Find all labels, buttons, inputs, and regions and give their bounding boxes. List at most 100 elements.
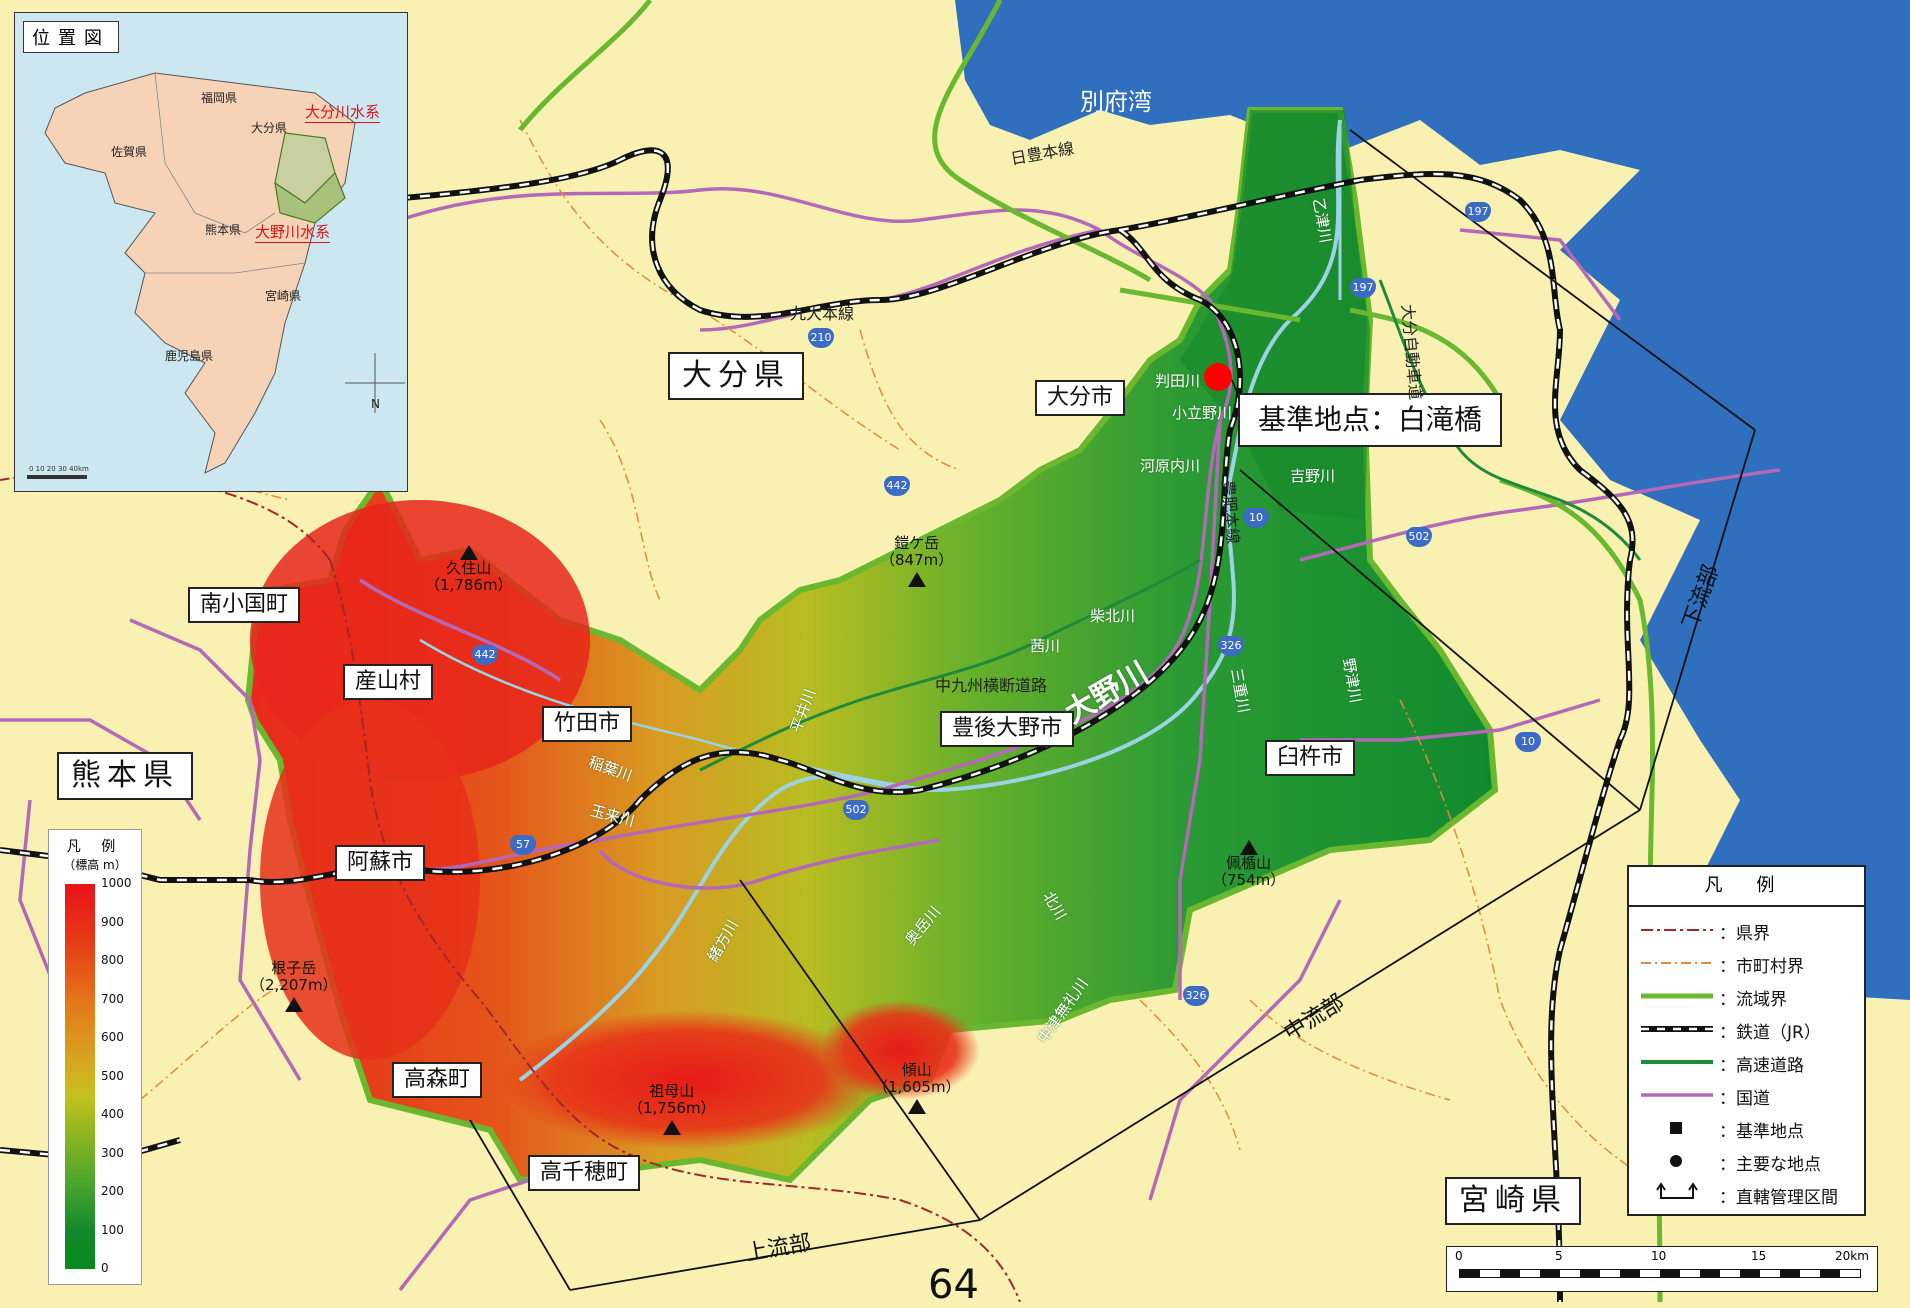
yoshino-river-label: 吉野川 bbox=[1290, 467, 1336, 485]
legend-row: ：流域界 bbox=[1641, 983, 1856, 1010]
basin-boundary-line-icon bbox=[1641, 993, 1713, 999]
route-badge: 10 bbox=[1515, 732, 1541, 752]
mountain-hetate: 佩楯山 （754m） bbox=[1212, 838, 1285, 890]
elevation-color-bar bbox=[65, 884, 95, 1269]
route-badge: 197 bbox=[1465, 202, 1491, 222]
elevation-legend: 凡 例 （標高 m） 1000 900 800 700 600 500 400 … bbox=[48, 829, 142, 1285]
scale-tick: 5 bbox=[1555, 1249, 1563, 1263]
miyazaki-pref-label: 宮崎県 bbox=[1445, 1177, 1581, 1225]
mountain-icon bbox=[459, 545, 478, 560]
sea-name-label: 別府湾 bbox=[1080, 88, 1152, 116]
elevation-tick: 300 bbox=[101, 1146, 124, 1160]
mountain-katamuki: 傾山 （1,605m） bbox=[873, 1061, 961, 1114]
oita-city-label: 大分市 bbox=[1035, 380, 1126, 417]
bracket-arrow-icon bbox=[1656, 1182, 1698, 1199]
oita-pref-label: 大分県 bbox=[668, 352, 804, 400]
inset-pref-miyazaki: 宮崎県 bbox=[265, 289, 302, 303]
route-badge: 197 bbox=[1350, 278, 1376, 298]
national-road-line-icon bbox=[1641, 1093, 1713, 1097]
symbol-legend: 凡 例 ：県界 ：市町村界 ：流域界 ：鉄道（JR） ：高速道路 ：国道 ：基準… bbox=[1627, 865, 1866, 1216]
mountain-icon bbox=[1239, 840, 1258, 855]
scale-bar: 0 5 10 15 20km bbox=[1446, 1246, 1878, 1292]
elevation-tick: 500 bbox=[101, 1069, 124, 1083]
elevation-tick: 200 bbox=[101, 1184, 124, 1198]
route-badge: 502 bbox=[843, 800, 869, 820]
legend-row: ：市町村界 bbox=[1641, 950, 1856, 977]
ono-river bbox=[518, 119, 1342, 1082]
inset-title: 位置図 bbox=[23, 21, 119, 53]
page-number: 64 bbox=[928, 1262, 979, 1308]
inset-ono-system: 大野川水系 bbox=[255, 223, 331, 243]
elevation-tick: 700 bbox=[101, 992, 124, 1006]
inset-map bbox=[27, 72, 405, 479]
mountain-sobo: 祖母山 （1,756m） bbox=[628, 1082, 716, 1135]
expressway-line-icon bbox=[1641, 1060, 1713, 1064]
usuki-label: 臼杵市 bbox=[1265, 740, 1356, 777]
akane-river-label: 茜川 bbox=[1030, 637, 1061, 655]
aso-label: 阿蘇市 bbox=[335, 845, 426, 882]
legend-row: ：国道 bbox=[1641, 1082, 1856, 1109]
kotachino-river-label: 小立野川 bbox=[1172, 404, 1233, 422]
route-badge: 210 bbox=[808, 328, 834, 348]
scale-tick: 10 bbox=[1651, 1249, 1667, 1263]
elevation-legend-unit: （標高 m） bbox=[63, 858, 127, 872]
legend-row: ：主要な地点 bbox=[1641, 1148, 1856, 1175]
katamuki-highland bbox=[820, 1000, 980, 1100]
pref-border-line-icon bbox=[1641, 929, 1713, 931]
minamioguni-label: 南小国町 bbox=[188, 587, 301, 624]
elevation-legend-title: 凡 例 bbox=[66, 839, 124, 855]
route-badge: 10 bbox=[1243, 508, 1269, 528]
inset-pref-fukuoka: 福岡県 bbox=[201, 91, 238, 105]
mountain-icon bbox=[907, 1098, 926, 1114]
inset-pref-kumamoto: 熊本県 bbox=[205, 223, 242, 237]
legend-row: ：高速道路 bbox=[1641, 1049, 1856, 1076]
scale-bar-ruler bbox=[1459, 1269, 1861, 1278]
elevation-tick: 100 bbox=[101, 1223, 124, 1237]
inset-pref-kagoshima: 鹿児島県 bbox=[165, 349, 214, 363]
legend-row: ：直轄管理区間 bbox=[1641, 1181, 1856, 1208]
railway-line-icon bbox=[1641, 1026, 1713, 1032]
reference-point-label: 基準地点：白滝橋 bbox=[1238, 393, 1503, 447]
elevation-tick: 900 bbox=[101, 915, 124, 929]
mountain-yoroigatake: 鎧ケ岳 （847m） bbox=[880, 534, 953, 587]
shibakita-river-label: 柴北川 bbox=[1090, 607, 1136, 625]
kawaranouchi-river-label: 河原内川 bbox=[1140, 457, 1201, 475]
route-badge: 326 bbox=[1218, 636, 1244, 656]
ubuyama-label: 産山村 bbox=[343, 664, 434, 701]
route-badge: 57 bbox=[510, 835, 536, 855]
route-badge: 502 bbox=[1406, 527, 1432, 547]
kyudai-line-label: 九大本線 bbox=[790, 304, 855, 323]
mountain-nekodake: 根子岳 （2,207m） bbox=[250, 959, 338, 1012]
route-badge: 442 bbox=[472, 645, 498, 665]
prefecture-border bbox=[329, 559, 1021, 1303]
inset-pref-oita: 大分県 bbox=[251, 121, 288, 135]
elevation-tick: 400 bbox=[101, 1107, 124, 1121]
nakakyushu-road-label: 中九州横断道路 bbox=[935, 676, 1048, 695]
kumamoto-pref-label: 熊本県 bbox=[57, 752, 193, 800]
mountain-icon bbox=[284, 996, 303, 1012]
basin-area bbox=[244, 107, 1499, 1184]
mountain-icon bbox=[907, 571, 926, 587]
scale-tick: 15 bbox=[1751, 1249, 1767, 1263]
legend-row: ：基準地点 bbox=[1641, 1115, 1856, 1142]
legend-row: ：県界 bbox=[1641, 917, 1856, 944]
dot-marker-icon bbox=[1670, 1155, 1682, 1167]
bungo-ono-label: 豊後大野市 bbox=[940, 711, 1075, 748]
municipal-border-line-icon bbox=[1641, 962, 1713, 964]
mountain-kuju: 久住山 （1,786m） bbox=[425, 543, 513, 595]
inset-pref-saga: 佐賀県 bbox=[111, 145, 148, 159]
takamori-label: 高森町 bbox=[392, 1062, 483, 1099]
elevation-tick: 600 bbox=[101, 1030, 124, 1044]
elevation-tick: 1000 bbox=[101, 876, 132, 890]
reference-point-dot bbox=[1204, 363, 1232, 391]
mountain-icon bbox=[662, 1119, 681, 1135]
legend-title: 凡 例 bbox=[1629, 867, 1864, 907]
north-arrow-icon: N bbox=[371, 397, 380, 411]
scale-tick: 20km bbox=[1835, 1249, 1869, 1263]
inset-oita-system: 大分川水系 bbox=[305, 103, 381, 123]
inset-scale: 0 10 20 30 40km bbox=[29, 465, 89, 473]
sea-area bbox=[955, 0, 1910, 1000]
route-badge: 326 bbox=[1183, 986, 1209, 1006]
elevation-tick: 0 bbox=[101, 1261, 109, 1275]
taketa-label: 竹田市 bbox=[542, 706, 633, 743]
